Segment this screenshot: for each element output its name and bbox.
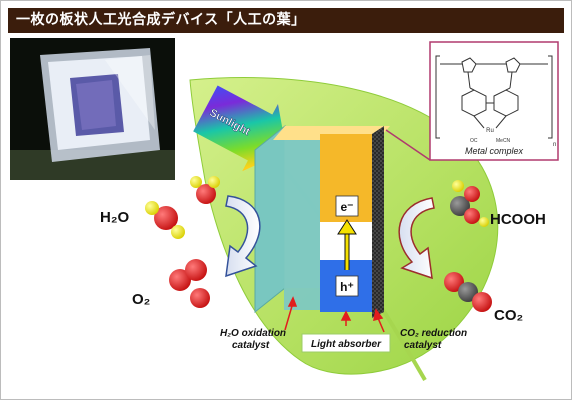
hole-label: h⁺ (340, 280, 354, 294)
reduction-catalyst-layer (372, 126, 384, 318)
reduction-cycle-arrows (398, 197, 435, 280)
oxidation-cycle-arrows (225, 195, 261, 278)
metal-center-label: Ru (486, 128, 494, 134)
catalyst-pointers (284, 296, 385, 333)
reduction-catalyst-label-line2: catalyst (404, 340, 442, 351)
metal-complex-label: Metal complex (465, 146, 524, 156)
figure-title: 一枚の板状人工光合成デバイス「人工の葉」 (8, 8, 564, 33)
oxidation-catalyst-label-line2: catalyst (232, 340, 270, 351)
polymer-subscript: n (553, 142, 556, 148)
formic-acid-molecule (450, 180, 489, 227)
light-absorber-label: Light absorber (311, 339, 382, 350)
electron-label: e⁻ (340, 200, 353, 214)
excitation-arrow-icon (337, 219, 357, 235)
ligand-mecn-label: MeCN (496, 138, 511, 144)
o2-label: O₂ (132, 291, 150, 308)
charge-carriers: e⁻ h⁺ (335, 195, 359, 297)
oxidation-catalyst-label-line1: H₂O oxidation (220, 328, 286, 339)
hcooh-label: HCOOH (490, 211, 546, 228)
co2-label: CO₂ (494, 307, 523, 324)
co2-molecule (444, 272, 492, 312)
light-absorber-label-box (301, 333, 391, 353)
water-molecules (145, 176, 220, 239)
ligand-oc-label: OC (470, 138, 478, 144)
h2o-label: H₂O (100, 209, 129, 226)
metal-complex-panel: n Ru OC MeCN Metal complex (385, 41, 559, 161)
device-panel (254, 124, 390, 318)
device-photo (10, 38, 175, 180)
reduction-catalyst-label-line1: CO₂ reduction (400, 328, 467, 339)
oxygen-molecules (169, 259, 210, 308)
